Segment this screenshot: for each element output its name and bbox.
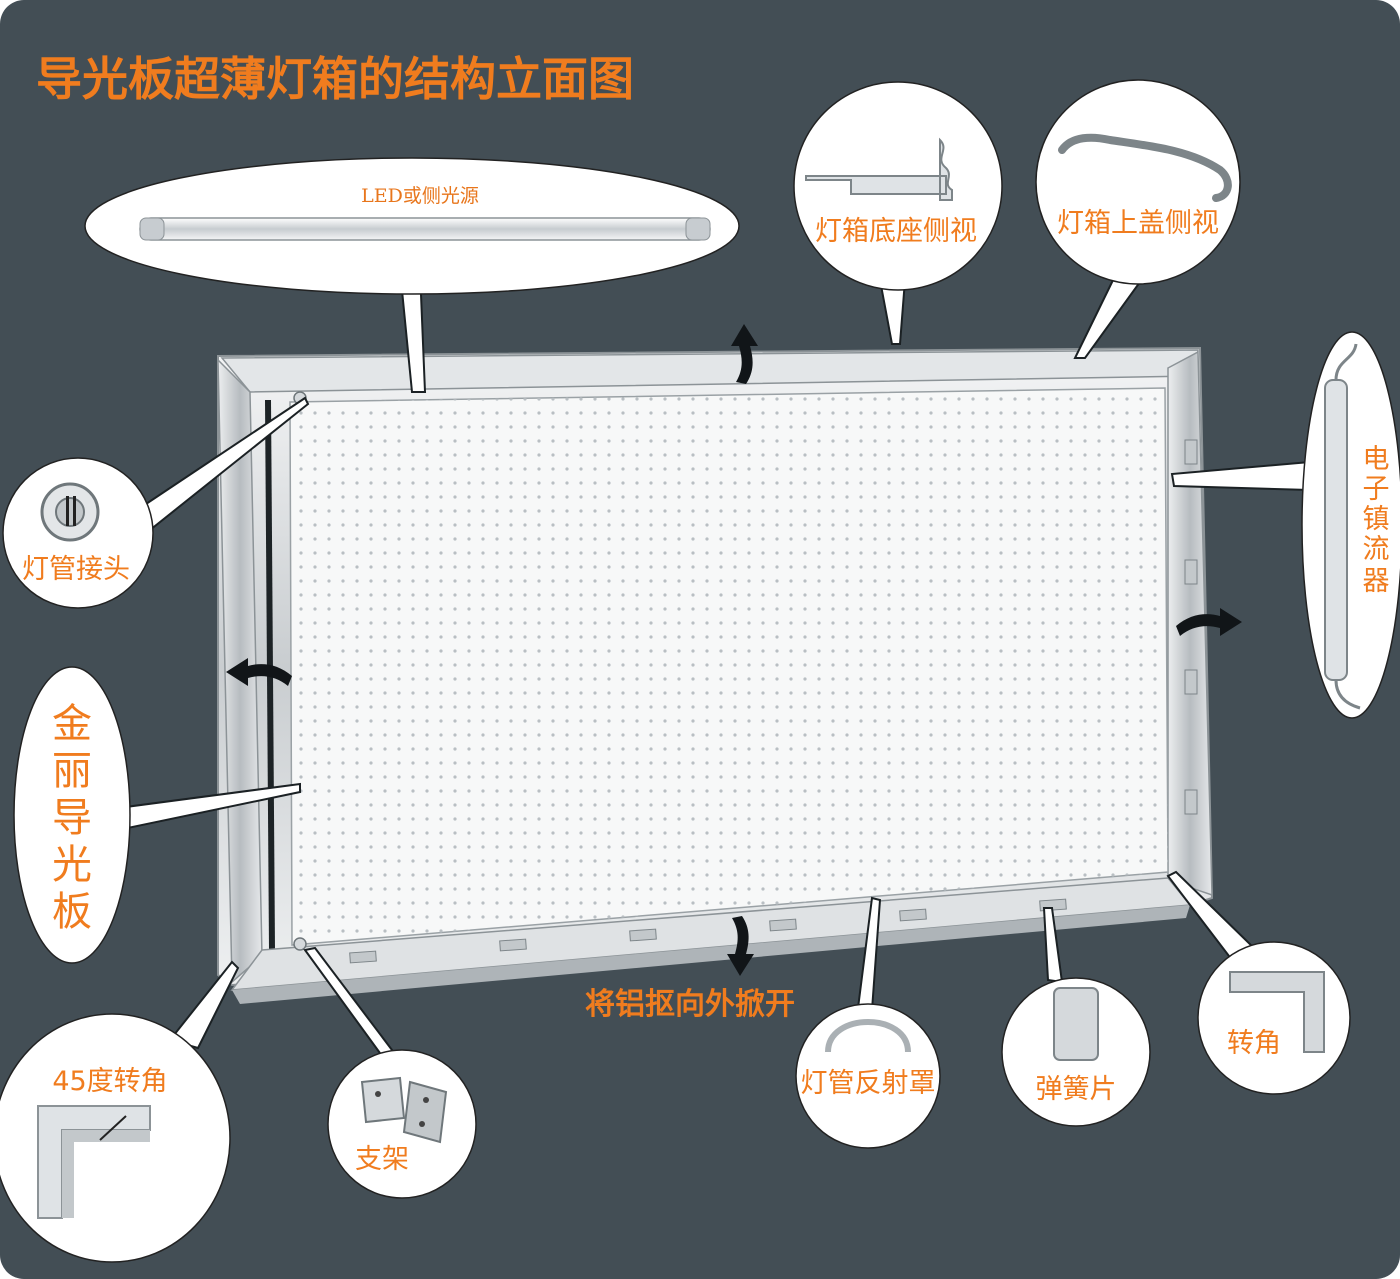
ballast-label-4: 流 — [1363, 534, 1390, 565]
panel-label-2: 丽 — [52, 748, 92, 794]
ballast-label-3: 镇 — [1363, 504, 1390, 535]
flip-arrows — [226, 324, 1242, 976]
panel-label-5: 板 — [52, 889, 92, 935]
spring-plate-icon — [1053, 987, 1099, 1061]
flip-arrow-top-icon — [731, 324, 758, 384]
led-source-label: LED或侧光源 — [361, 185, 479, 207]
corner-icon — [1229, 971, 1325, 1053]
bracket-label: 支架 — [355, 1144, 409, 1175]
corner-label: 转角 — [1227, 1028, 1281, 1059]
tube-reflector-label: 灯管反射罩 — [801, 1068, 936, 1099]
panel-label-1: 金 — [52, 701, 92, 747]
open-instruction-label: 将铝抠向外掀开 — [585, 987, 795, 1022]
led-tube-icon — [139, 217, 711, 241]
tube-connector-label: 灯管接头 — [22, 554, 130, 585]
reflector-icon — [825, 1019, 911, 1053]
spring-plate-label: 弹簧片 — [1036, 1074, 1117, 1105]
bracket-icon — [360, 1076, 448, 1144]
callout-bracket: 支架 — [303, 946, 477, 1199]
callout-cover-side-view: 灯箱上盖侧视 — [1035, 79, 1241, 359]
panel-label-3: 导 — [52, 795, 92, 841]
callout-corner-45: 45度转角 — [0, 960, 240, 1263]
callout-spring-plate: 弹簧片 — [1001, 907, 1151, 1127]
corner-45-label: 45度转角 — [52, 1066, 167, 1097]
callout-tube-connector: 灯管接头 — [2, 396, 310, 609]
callout-ballast: 电 子 镇 流 器 — [1170, 331, 1400, 719]
flip-arrow-bottom-icon — [727, 916, 754, 976]
cover-profile-icon — [1058, 133, 1232, 202]
base-side-view-label: 灯箱底座侧视 — [815, 216, 977, 247]
ballast-label-2: 子 — [1363, 474, 1390, 505]
corner-45-icon — [37, 1105, 151, 1219]
lightbox-frame — [217, 346, 1214, 1004]
cover-side-view-label: 灯箱上盖侧视 — [1057, 208, 1219, 239]
flip-arrow-right-icon — [1176, 608, 1242, 636]
tube-connector-icon — [40, 482, 100, 542]
callout-base-side-view: 灯箱底座侧视 — [793, 81, 1003, 345]
panel-label-4: 光 — [52, 842, 92, 888]
base-profile-icon — [805, 137, 953, 201]
callout-corner: 转角 — [1166, 870, 1351, 1095]
ballast-label-1: 电 — [1363, 444, 1390, 475]
diagram-title: 导光板超薄灯箱的结构立面图 — [36, 52, 634, 106]
ballast-label-5: 器 — [1363, 566, 1390, 597]
callout-light-guide-panel: 金 丽 导 光 板 — [13, 666, 301, 964]
flip-arrow-left-icon — [226, 658, 292, 686]
callout-tube-reflector: 灯管反射罩 — [795, 896, 941, 1149]
callout-led-source: LED或侧光源 — [84, 157, 740, 393]
ballast-icon — [1324, 343, 1361, 710]
